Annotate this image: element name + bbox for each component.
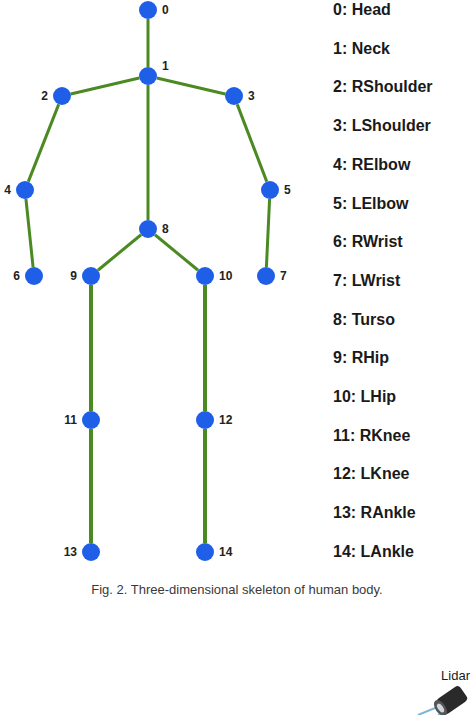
joint-dot: 12 bbox=[196, 411, 214, 429]
joint-number: 5 bbox=[284, 183, 291, 197]
joint-legend-line: 2: RShoulder bbox=[333, 77, 433, 97]
joint-dot: 10 bbox=[196, 267, 214, 285]
joint-legend-line: 7: LWrist bbox=[333, 271, 400, 291]
bone-line bbox=[89, 429, 93, 543]
joint-number: 2 bbox=[41, 89, 48, 103]
bone-line bbox=[71, 78, 139, 94]
joint-dot: 13 bbox=[82, 543, 100, 561]
lidar-label: Lidar bbox=[441, 668, 470, 683]
joint-legend-line: 8: Turso bbox=[333, 310, 395, 330]
bone-line bbox=[266, 199, 269, 267]
joint-number: 4 bbox=[4, 183, 11, 197]
joint-legend-line: 1: Neck bbox=[333, 39, 390, 59]
joint-legend-line: 0: Head bbox=[333, 0, 391, 20]
joint-number: 3 bbox=[248, 89, 255, 103]
joint-dot: 2 bbox=[53, 87, 71, 105]
joint-number: 1 bbox=[162, 59, 169, 73]
bone-line bbox=[147, 85, 150, 220]
bone-line bbox=[26, 199, 33, 267]
joint-number: 0 bbox=[162, 3, 169, 17]
joint-legend-line: 12: LKnee bbox=[333, 464, 409, 484]
joint-dot: 8 bbox=[139, 220, 157, 238]
joint-legend-line: 3: LShoulder bbox=[333, 116, 431, 136]
bone-line bbox=[98, 235, 141, 271]
joint-dot: 9 bbox=[82, 267, 100, 285]
bone-line bbox=[203, 285, 207, 411]
joint-dot: 11 bbox=[82, 411, 100, 429]
joint-number: 9 bbox=[70, 269, 77, 283]
figure-caption: Fig. 2. Three-dimensional skeleton of hu… bbox=[91, 582, 382, 597]
bone-line bbox=[157, 78, 225, 94]
joint-number: 13 bbox=[64, 545, 77, 559]
joint-legend-line: 6: RWrist bbox=[333, 232, 403, 252]
joint-dot: 5 bbox=[261, 181, 279, 199]
joint-number: 12 bbox=[219, 413, 232, 427]
bone-line bbox=[89, 285, 93, 411]
joint-number: 6 bbox=[13, 269, 20, 283]
bone-line bbox=[147, 19, 150, 67]
joint-dot: 4 bbox=[16, 181, 34, 199]
joint-legend-line: 11: RKnee bbox=[333, 426, 410, 446]
bone-line bbox=[28, 104, 58, 181]
joint-legend-line: 13: RAnkle bbox=[333, 503, 416, 523]
bone-line bbox=[237, 104, 267, 181]
joint-dot: 0 bbox=[139, 1, 157, 19]
joint-number: 11 bbox=[64, 413, 77, 427]
joint-dot: 3 bbox=[225, 87, 243, 105]
bone-line bbox=[203, 429, 207, 543]
joint-legend-line: 4: RElbow bbox=[333, 155, 410, 175]
joint-number: 7 bbox=[280, 269, 287, 283]
joint-number: 10 bbox=[219, 269, 232, 283]
joint-dot: 14 bbox=[196, 543, 214, 561]
joint-legend-line: 14: LAnkle bbox=[333, 542, 414, 562]
joint-dot: 7 bbox=[257, 267, 275, 285]
joint-number: 14 bbox=[219, 545, 232, 559]
joint-legend-line: 9: RHip bbox=[333, 348, 389, 368]
joint-legend-line: 5: LElbow bbox=[333, 194, 409, 214]
bone-line bbox=[155, 235, 198, 271]
joint-dot: 6 bbox=[25, 267, 43, 285]
joint-legend-line: 10: LHip bbox=[333, 387, 396, 407]
joint-number: 8 bbox=[162, 222, 169, 236]
joint-dot: 1 bbox=[139, 67, 157, 85]
